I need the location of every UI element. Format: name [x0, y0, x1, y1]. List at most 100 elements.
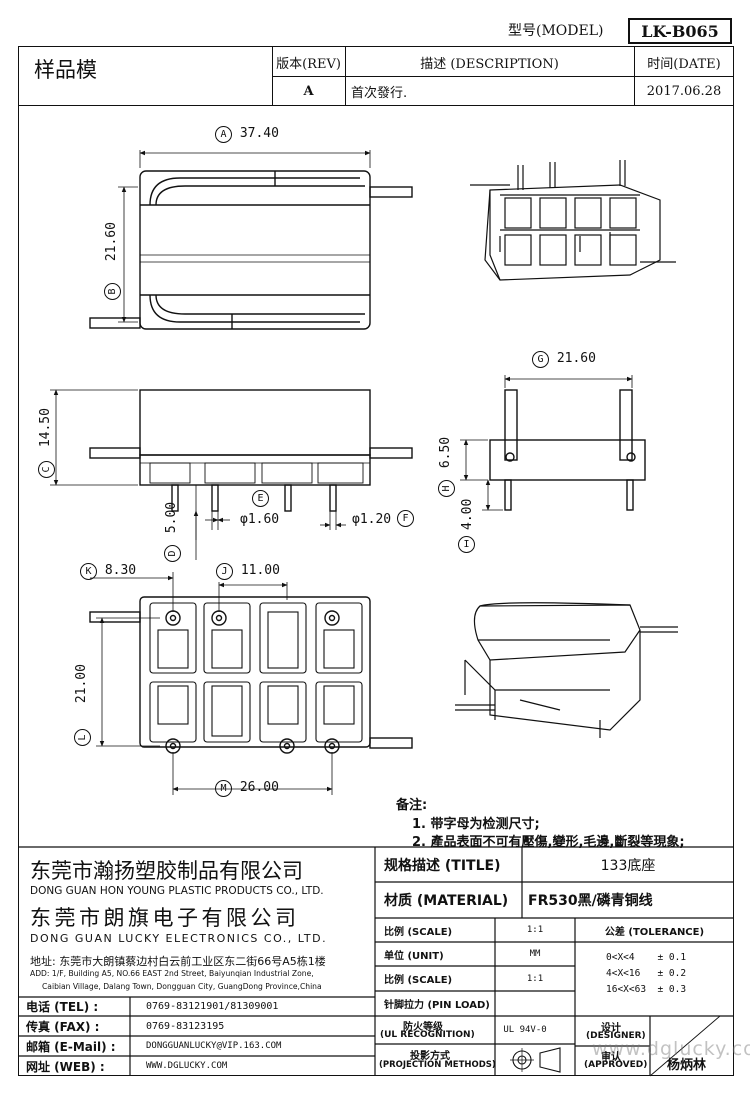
dim-f-value: φ1.20 [352, 512, 392, 527]
dim-letter-i: I [458, 536, 475, 553]
dim-letter-b: B [104, 283, 121, 300]
tolerance-row-2: 4<X<16 ± 0.2 [606, 968, 687, 979]
tolerance-label: 公差 (TOLERANCE) [604, 926, 705, 938]
ul-label-en: (UL RECOGNITION) [380, 1030, 475, 1040]
model-number: LK-B065 [641, 21, 719, 41]
dim-l-marker: L 21.00 [74, 664, 91, 746]
dim-e-value: φ1.60 [240, 512, 280, 527]
dim-h-marker: H 6.50 [438, 437, 455, 497]
dim-b-value: 21.60 [104, 222, 119, 262]
spec-title-value: 133底座 [600, 858, 656, 874]
date-header: 时间(DATE) [647, 56, 721, 72]
projection-symbol [510, 1047, 561, 1073]
front-view [50, 389, 413, 560]
sample-label: 样品模 [34, 58, 97, 82]
dim-i-value: 4.00 [460, 498, 475, 530]
company-name-cn-1: 东莞市瀚扬塑胶制品有限公司 [30, 859, 303, 883]
dim-g-marker: G 21.60 [532, 351, 596, 368]
dim-i-marker: I [458, 536, 475, 553]
designer-label-cn: 设计 [601, 1023, 621, 1034]
company-address-en-1: ADD: 1/F, Building A5, NO.66 EAST 2nd St… [30, 969, 314, 978]
bottom-view [89, 572, 413, 795]
material-label: 材质 (MATERIAL) [384, 893, 509, 909]
approved-label-cn: 审认 [601, 1052, 621, 1063]
company-name-en-1: DONG GUAN HON YOUNG PLASTIC PRODUCTS CO.… [30, 885, 324, 897]
dim-h-value: 6.50 [438, 436, 453, 469]
company-name-en-2: DONG GUAN LUCKY ELECTRONICS CO., LTD. [30, 932, 328, 945]
dim-c-marker: C 14.50 [38, 408, 55, 478]
tolerance-row-1: 0<X<4 ± 0.1 [606, 952, 687, 963]
fax-value: 0769-83123195 [146, 1020, 225, 1032]
iso-view-bottom [455, 602, 678, 738]
material-value: FR530黑/磷青铜线 [528, 893, 653, 909]
rev-header: 版本(REV) [276, 56, 341, 72]
dim-letter-e: E [252, 490, 269, 507]
model-label: 型号(MODEL) [508, 23, 604, 39]
company-name-cn-2: 东莞市朗旗电子有限公司 [30, 906, 300, 930]
web-label: 网址 (WEB) : [26, 1059, 105, 1074]
description-value: 首次發行. [351, 85, 408, 101]
top-view [89, 150, 413, 330]
dim-a-value: 37.40 [239, 126, 279, 141]
ul-label-cn: 防火等级 [403, 1022, 443, 1033]
dim-b-marker: B 21.60 [104, 222, 121, 300]
notes-line-2: 2. 產品表面不可有壓傷,變形,毛邊,斷裂等現象; [412, 835, 685, 850]
description-header: 描述 (DESCRIPTION) [420, 56, 559, 72]
tel-label: 电话 (TEL) : [26, 1000, 99, 1014]
dim-l-value: 21.00 [74, 664, 89, 704]
revision-table [18, 46, 734, 106]
dim-k-marker: K 8.30 [80, 563, 136, 580]
projection-label-cn: 投影方式 [410, 1051, 450, 1062]
rev-value: A [303, 83, 314, 99]
model-box [628, 18, 732, 44]
pin-load-label: 针脚拉力 (PIN LOAD) [384, 1000, 490, 1011]
iso-view-top [470, 160, 676, 281]
company-address-cn: 地址: 东莞市大朗镇蔡边村白云前工业区东二街66号A5栋1楼 [30, 955, 326, 968]
scale-value: 1:1 [526, 925, 544, 935]
dim-m-value: 26.00 [239, 780, 279, 795]
scale-label: 比例 (SCALE) [384, 926, 453, 938]
dim-letter-d: D [164, 545, 181, 562]
dim-d-value: 5.00 [164, 501, 179, 534]
date-value: 2017.06.28 [646, 83, 722, 99]
projection-label-en: (PROJECTION METHODS) [379, 1060, 496, 1070]
designer-label-en: (DESIGNER) [586, 1031, 646, 1041]
email-value[interactable]: DONGGUANLUCKY@VIP.163.COM [146, 1041, 282, 1051]
scale2-value: 1:1 [526, 973, 544, 984]
dim-letter-m: M [215, 780, 232, 797]
unit-value: MM [529, 949, 541, 959]
unit-label: 单位 (UNIT) [384, 950, 444, 962]
dim-g-value: 21.60 [556, 351, 596, 366]
dim-m-marker: M 26.00 [215, 780, 279, 797]
web-value[interactable]: WWW.DGLUCKY.COM [146, 1061, 228, 1071]
approved-label-en: (APPROVED) [584, 1060, 648, 1070]
side-view [460, 375, 646, 511]
dim-letter-c: C [38, 461, 55, 478]
company-address-en-2: Caibian Village, Dalang Town, Dongguan C… [42, 982, 322, 991]
dim-f-marker: F [397, 510, 414, 527]
drawing-frame [18, 46, 734, 1076]
dim-j-marker: J 11.00 [216, 563, 280, 580]
dim-k-value: 8.30 [104, 563, 137, 578]
title-block-grid [18, 846, 734, 1077]
dim-e-marker: E [252, 490, 269, 507]
dim-letter-k: K [80, 563, 97, 580]
fax-label: 传真 (FAX) : [26, 1019, 100, 1034]
email-label: 邮箱 (E-Mail) : [26, 1039, 116, 1054]
dim-letter-j: J [216, 563, 233, 580]
notes-title: 备注: [396, 798, 428, 813]
watermark: www.dglucky.com [592, 1038, 750, 1060]
dim-letter-l: L [74, 729, 91, 746]
ul-value: UL 94V-0 [503, 1025, 547, 1035]
spec-title-label: 规格描述 (TITLE) [384, 858, 501, 874]
scale2-label: 比例 (SCALE) [384, 975, 453, 986]
dim-letter-a: A [215, 126, 232, 143]
dim-letter-g: G [532, 351, 549, 368]
dim-c-value: 14.50 [38, 408, 53, 448]
dim-j-value: 11.00 [240, 563, 280, 578]
tel-value: 0769-83121901/81309001 [146, 1001, 279, 1012]
approver-name: 杨炳林 [667, 1058, 707, 1073]
dim-letter-f: F [397, 510, 414, 527]
tolerance-row-3: 16<X<63 ± 0.3 [606, 984, 687, 995]
